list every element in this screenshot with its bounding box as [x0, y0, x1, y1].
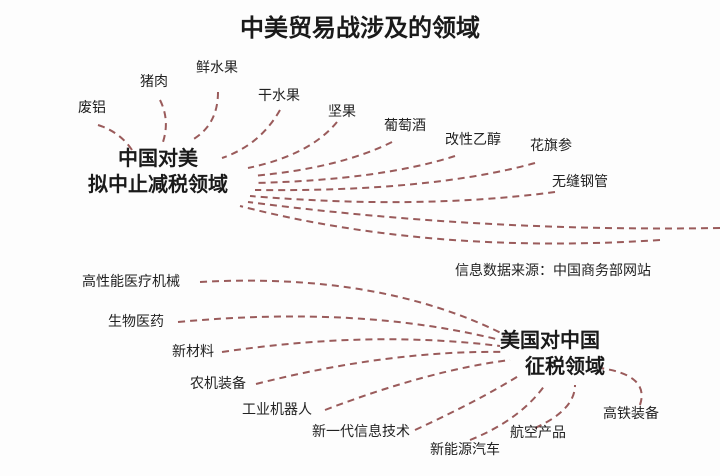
china-item: 葡萄酒 [384, 118, 426, 134]
connector [534, 384, 576, 429]
connector [254, 155, 456, 184]
china-item: 改性乙醇 [445, 132, 501, 148]
connector [221, 109, 281, 159]
china-item: 坚果 [328, 104, 356, 120]
us-item: 工业机器人 [242, 402, 312, 418]
page-title: 中美贸易战涉及的领域 [240, 14, 480, 42]
china-item: 干水果 [258, 88, 300, 104]
connector [469, 384, 546, 441]
connector [199, 279, 506, 336]
us-item: 农机装备 [190, 376, 246, 392]
us-item: 新一代信息技术 [312, 424, 410, 440]
connector [247, 201, 720, 230]
connector [177, 315, 501, 341]
us-item: 新材料 [172, 344, 214, 360]
connector [159, 99, 167, 143]
china-item: 花旗参 [530, 138, 572, 154]
china-item: 废铝 [78, 100, 106, 116]
connector [324, 359, 511, 411]
connector [221, 338, 501, 353]
us-hub-line2: 征税领域 [525, 354, 605, 378]
us-item: 高铁装备 [603, 406, 659, 422]
connector [191, 91, 219, 141]
china-item: 鲜水果 [196, 60, 238, 76]
china-hub-line2: 拟中止减税领域 [88, 172, 228, 196]
connector [414, 374, 521, 431]
connector [255, 350, 506, 385]
china-item: 无缝钢管 [552, 174, 608, 190]
us-item: 高性能医疗机械 [82, 274, 180, 290]
connector [247, 121, 338, 169]
connector [599, 367, 643, 406]
connector [252, 141, 393, 177]
us-item: 新能源汽车 [430, 442, 500, 458]
china-item: 猪肉 [140, 74, 168, 90]
connector [249, 191, 556, 204]
source-note: 信息数据来源：中国商务部网站 [455, 263, 651, 279]
us-hub-line1: 美国对中国 [500, 328, 600, 352]
us-item: 航空产品 [510, 425, 566, 441]
connector [239, 205, 661, 245]
us-item: 生物医药 [108, 314, 164, 330]
connector [97, 124, 133, 151]
connector [254, 162, 536, 192]
china-hub-line1: 中国对美 [118, 146, 198, 170]
